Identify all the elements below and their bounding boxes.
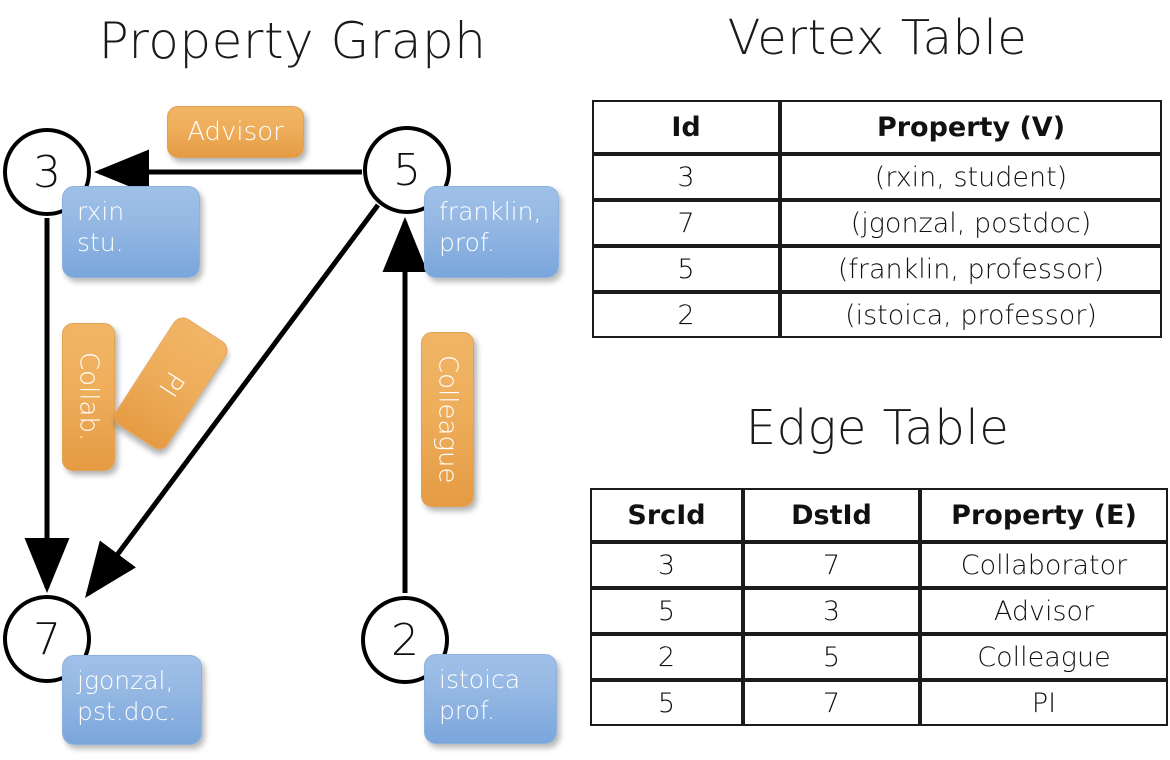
edge-label-collab: Collab. <box>62 323 115 471</box>
vertex-property-box-7: jgonzal, pst.doc. <box>62 655 202 745</box>
edge-table: SrcId DstId Property (E) 3 7 Collaborato… <box>590 488 1168 726</box>
edge-label-text: Collab. <box>73 352 104 442</box>
vertex-property-line1: jgonzal, <box>77 666 174 695</box>
edge-cell-property: PI <box>920 680 1168 726</box>
graph-node-2[interactable]: 2 <box>361 596 449 684</box>
vertex-cell-id: 3 <box>592 154 780 200</box>
edge-label-text: PI <box>152 365 190 402</box>
table-row: 2 5 Colleague <box>590 634 1168 680</box>
page-title-vertex-table: Vertex Table <box>727 10 1028 66</box>
vertex-property-line1: istoica <box>439 665 521 694</box>
graph-node-5[interactable]: 5 <box>363 126 451 214</box>
edge-cell-srcid: 5 <box>590 588 743 634</box>
vertex-cell-property: (rxin, student) <box>780 154 1162 200</box>
table-row: 7 (jgonzal, postdoc) <box>592 200 1162 246</box>
vertex-property-box-5: franklin, prof. <box>424 186 559 278</box>
edge-header-dstid: DstId <box>743 488 920 542</box>
vertex-property-line1: franklin, <box>439 197 542 226</box>
edge-cell-dstid: 7 <box>743 542 920 588</box>
vertex-property-line2: pst.doc. <box>77 696 177 726</box>
edge-cell-srcid: 2 <box>590 634 743 680</box>
edge-cell-dstid: 3 <box>743 588 920 634</box>
edge-cell-srcid: 3 <box>590 542 743 588</box>
edge-cell-property: Collaborator <box>920 542 1168 588</box>
vertex-property-box-2: istoica prof. <box>424 654 557 744</box>
vertex-property-line2: stu. <box>77 227 124 257</box>
table-row: 5 (franklin, professor) <box>592 246 1162 292</box>
table-row: 5 7 PI <box>590 680 1168 726</box>
vertex-header-property: Property (V) <box>780 100 1162 154</box>
page-title-property-graph: Property Graph <box>98 12 487 70</box>
edge-cell-property: Advisor <box>920 588 1168 634</box>
edge-cell-dstid: 7 <box>743 680 920 726</box>
edge-cell-dstid: 5 <box>743 634 920 680</box>
vertex-header-id: Id <box>592 100 780 154</box>
vertex-property-line2: prof. <box>439 227 495 257</box>
table-header-row: SrcId DstId Property (E) <box>590 488 1168 542</box>
vertex-cell-property: (jgonzal, postdoc) <box>780 200 1162 246</box>
page-title-edge-table: Edge Table <box>745 400 1010 456</box>
vertex-cell-id: 5 <box>592 246 780 292</box>
graph-edge-arrows <box>24 149 428 599</box>
table-row: 3 7 Collaborator <box>590 542 1168 588</box>
vertex-table: Id Property (V) 3 (rxin, student) 7 (jgo… <box>592 100 1162 338</box>
vertex-cell-property: (istoica, professor) <box>780 292 1162 338</box>
table-row: 5 3 Advisor <box>590 588 1168 634</box>
table-row: 3 (rxin, student) <box>592 154 1162 200</box>
edge-cell-property: Colleague <box>920 634 1168 680</box>
vertex-property-line2: prof. <box>439 695 495 725</box>
edge-label-text: Colleague <box>432 355 463 484</box>
vertex-cell-id: 7 <box>592 200 780 246</box>
edge-header-property: Property (E) <box>920 488 1168 542</box>
edge-label-advisor: Advisor <box>167 106 304 158</box>
edge-arrow-pi <box>85 203 381 599</box>
edge-label-colleague: Colleague <box>421 332 474 507</box>
vertex-cell-id: 2 <box>592 292 780 338</box>
vertex-cell-property: (franklin, professor) <box>780 246 1162 292</box>
edge-label-text: Advisor <box>187 117 284 147</box>
property-graph-diagram: 3 5 7 2 rxin stu. franklin, prof. jgonza… <box>3 106 559 745</box>
vertex-property-box-3: rxin stu. <box>62 186 200 278</box>
vertex-property-line1: rxin <box>77 197 125 226</box>
table-row: 2 (istoica, professor) <box>592 292 1162 338</box>
edge-header-srcid: SrcId <box>590 488 743 542</box>
edge-cell-srcid: 5 <box>590 680 743 726</box>
table-header-row: Id Property (V) <box>592 100 1162 154</box>
